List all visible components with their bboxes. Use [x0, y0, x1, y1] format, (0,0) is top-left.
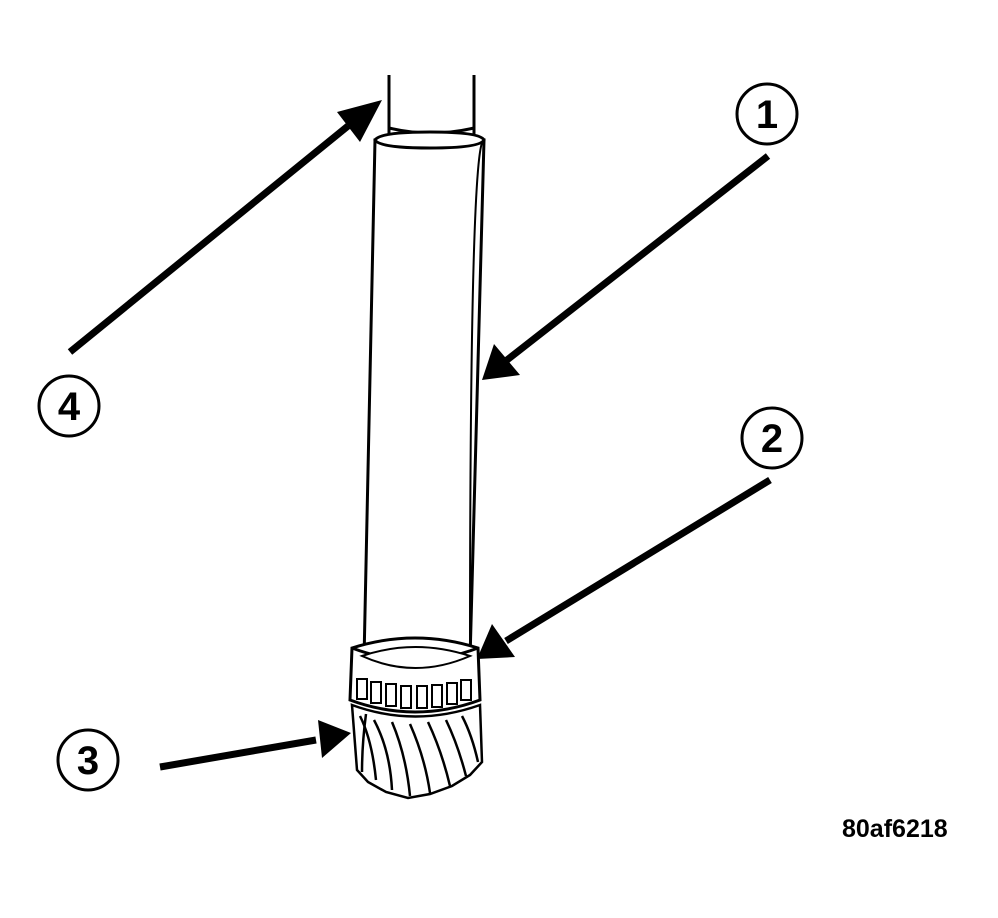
arrow-1: [482, 153, 771, 380]
arrow-4: [67, 100, 382, 355]
bearing-rollers: [356, 678, 472, 709]
figure-code: 80af6218: [842, 815, 948, 843]
arrow-2: [477, 477, 772, 659]
outer-tube: [362, 130, 486, 662]
bearing-ring: [348, 636, 482, 714]
callout-1: 1: [735, 82, 799, 146]
callout-2-label: 2: [761, 417, 783, 461]
arrow-3: [159, 720, 351, 771]
callout-1-label: 1: [756, 93, 778, 137]
callout-3: 3: [56, 728, 120, 792]
callout-4: 4: [37, 374, 101, 438]
inner-shaft: [387, 75, 476, 135]
callout-2: 2: [740, 406, 804, 470]
callout-3-label: 3: [77, 739, 99, 783]
pinion-gear: [350, 703, 484, 800]
callout-4-label: 4: [58, 385, 81, 429]
